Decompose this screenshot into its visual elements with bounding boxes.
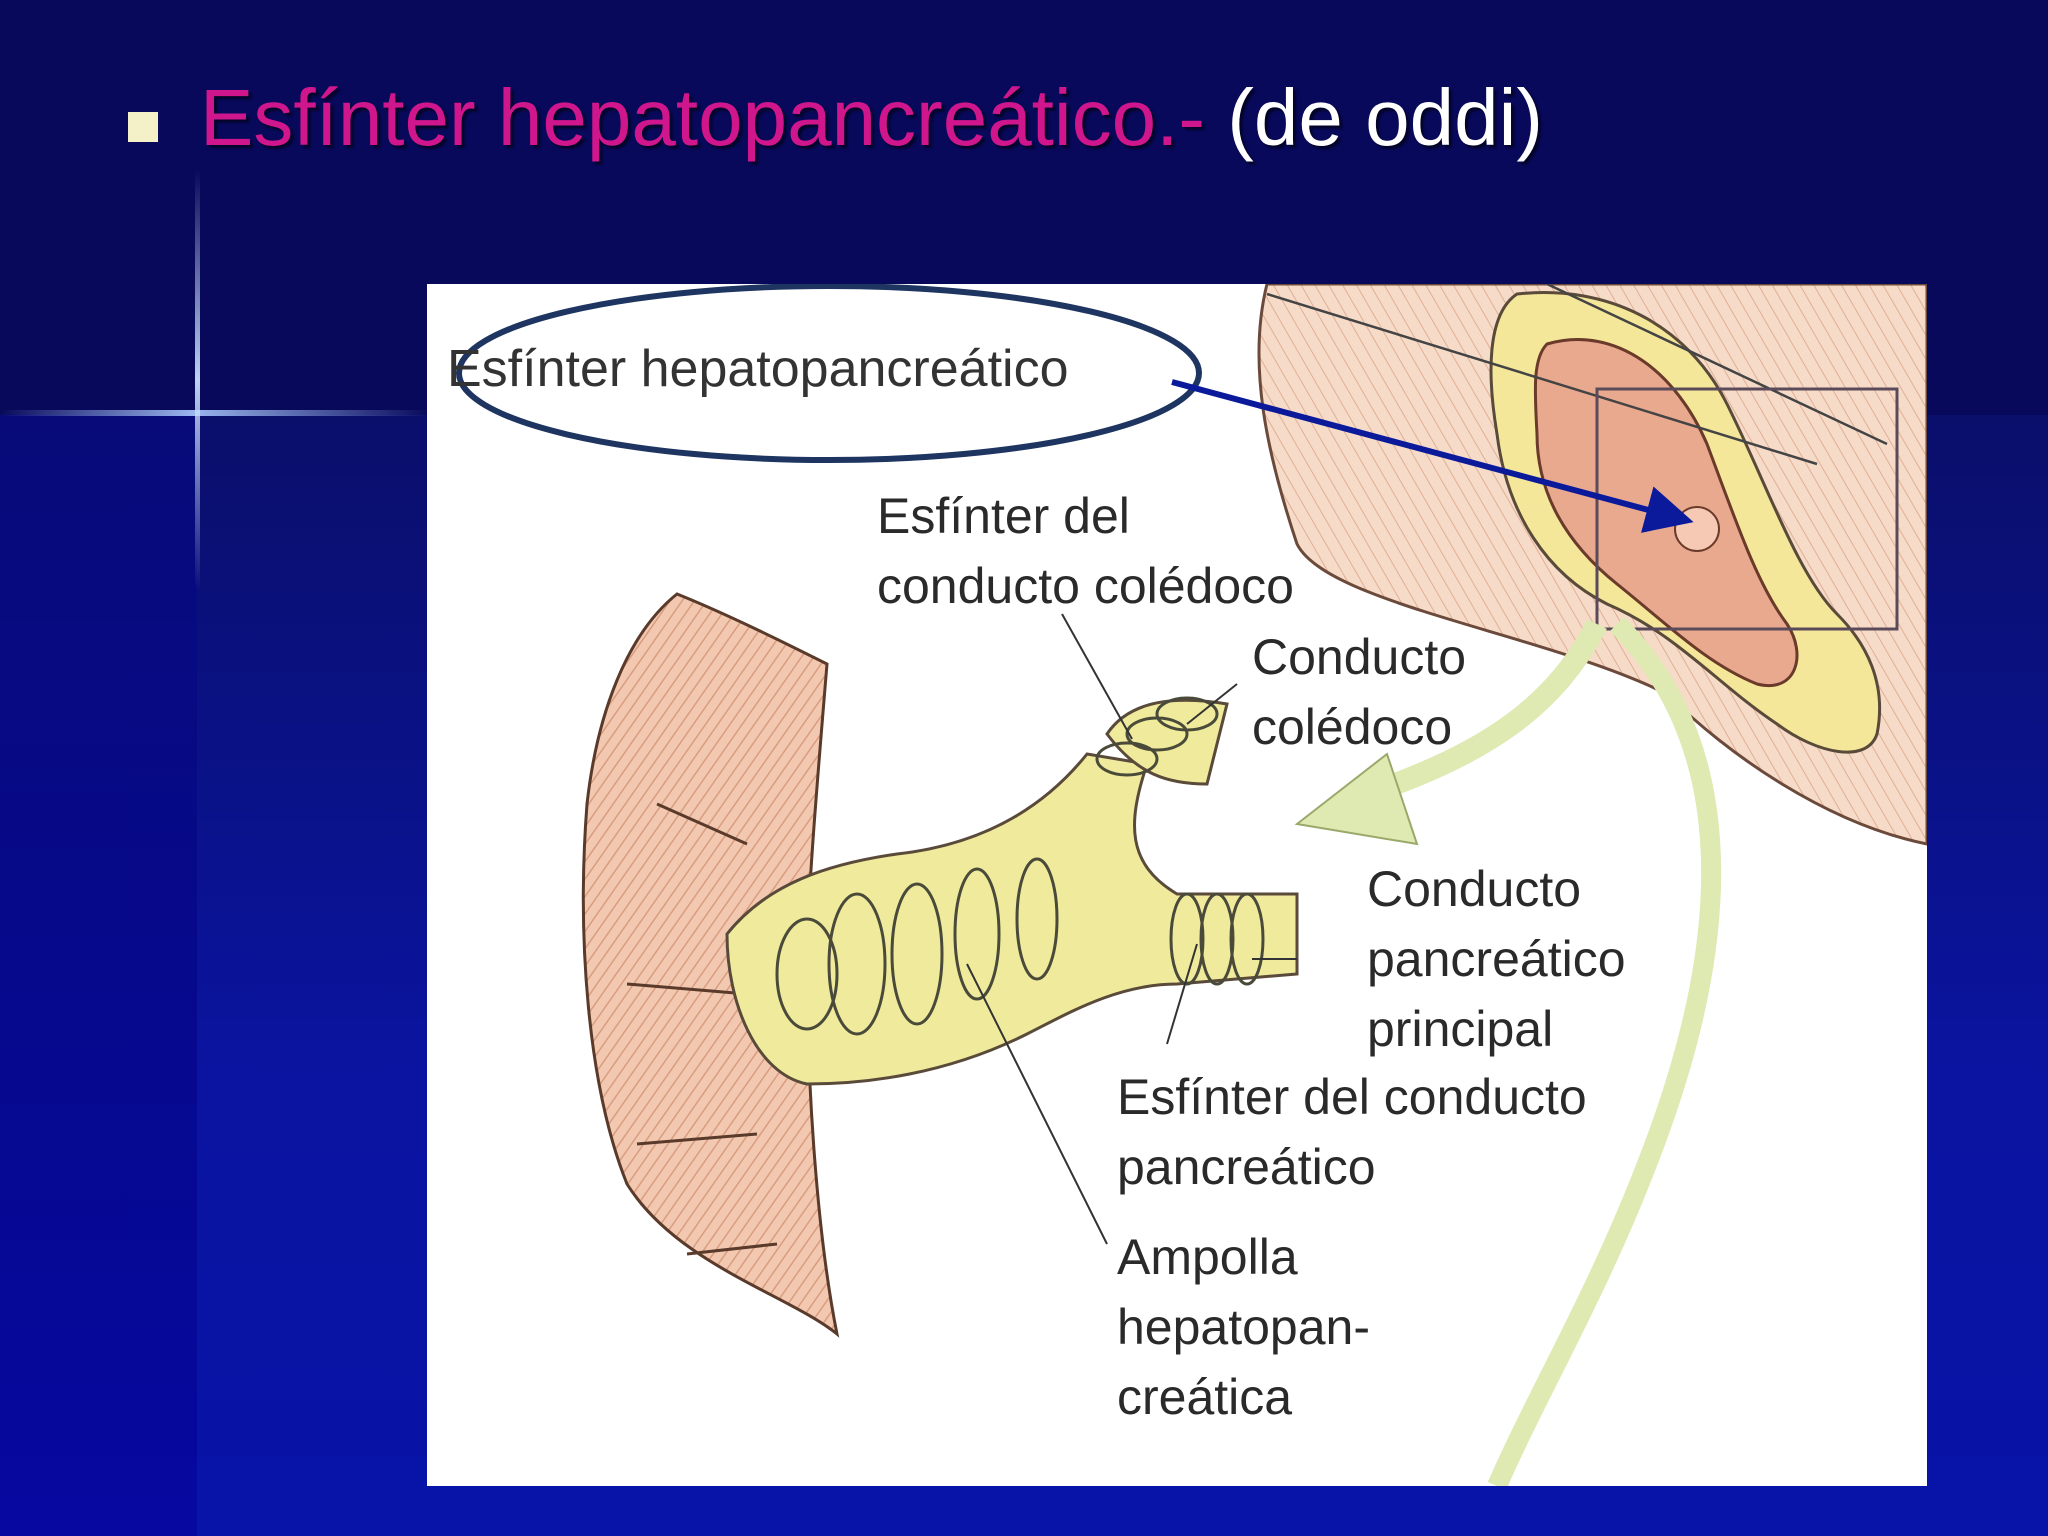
highlight-annotation <box>456 284 1694 533</box>
label-line: Conducto <box>1252 629 1467 685</box>
title-suffix: (de oddi) <box>1205 73 1544 162</box>
decorative-glow-vertical <box>195 170 200 590</box>
label-line: Conducto <box>1367 861 1582 917</box>
label-line: Ampolla <box>1117 1229 1298 1285</box>
ducts <box>725 696 1299 1086</box>
anatomy-illustration <box>456 284 1927 1486</box>
label-line: creática <box>1117 1369 1293 1425</box>
label-line: Esfínter del conducto <box>1117 1069 1587 1125</box>
leader-lines <box>966 613 1297 1245</box>
anatomy-figure: Esfínter hepatopancreático Esfínter del … <box>427 284 1927 1486</box>
label-highlighted-sphincter: Esfínter hepatopancreático <box>447 340 1069 398</box>
label-line: hepatopan- <box>1117 1299 1371 1355</box>
bullet-icon <box>128 112 158 142</box>
title-main: Esfínter hepatopancreático.- <box>200 73 1206 162</box>
flow-arrows <box>1294 616 1722 1486</box>
background-left-column <box>0 415 197 1536</box>
label-line: pancreático <box>1367 931 1626 987</box>
label-line: pancreático <box>1117 1139 1376 1195</box>
label-line: conducto colédoco <box>877 558 1294 614</box>
slide-title: Esfínter hepatopancreático.- (de oddi) <box>200 72 1543 164</box>
duodenal-wall <box>581 592 840 1338</box>
decorative-glow-horizontal <box>0 410 430 416</box>
label-line: Esfínter del <box>877 488 1130 544</box>
label-line: principal <box>1367 1001 1554 1057</box>
label-line: colédoco <box>1252 699 1453 755</box>
